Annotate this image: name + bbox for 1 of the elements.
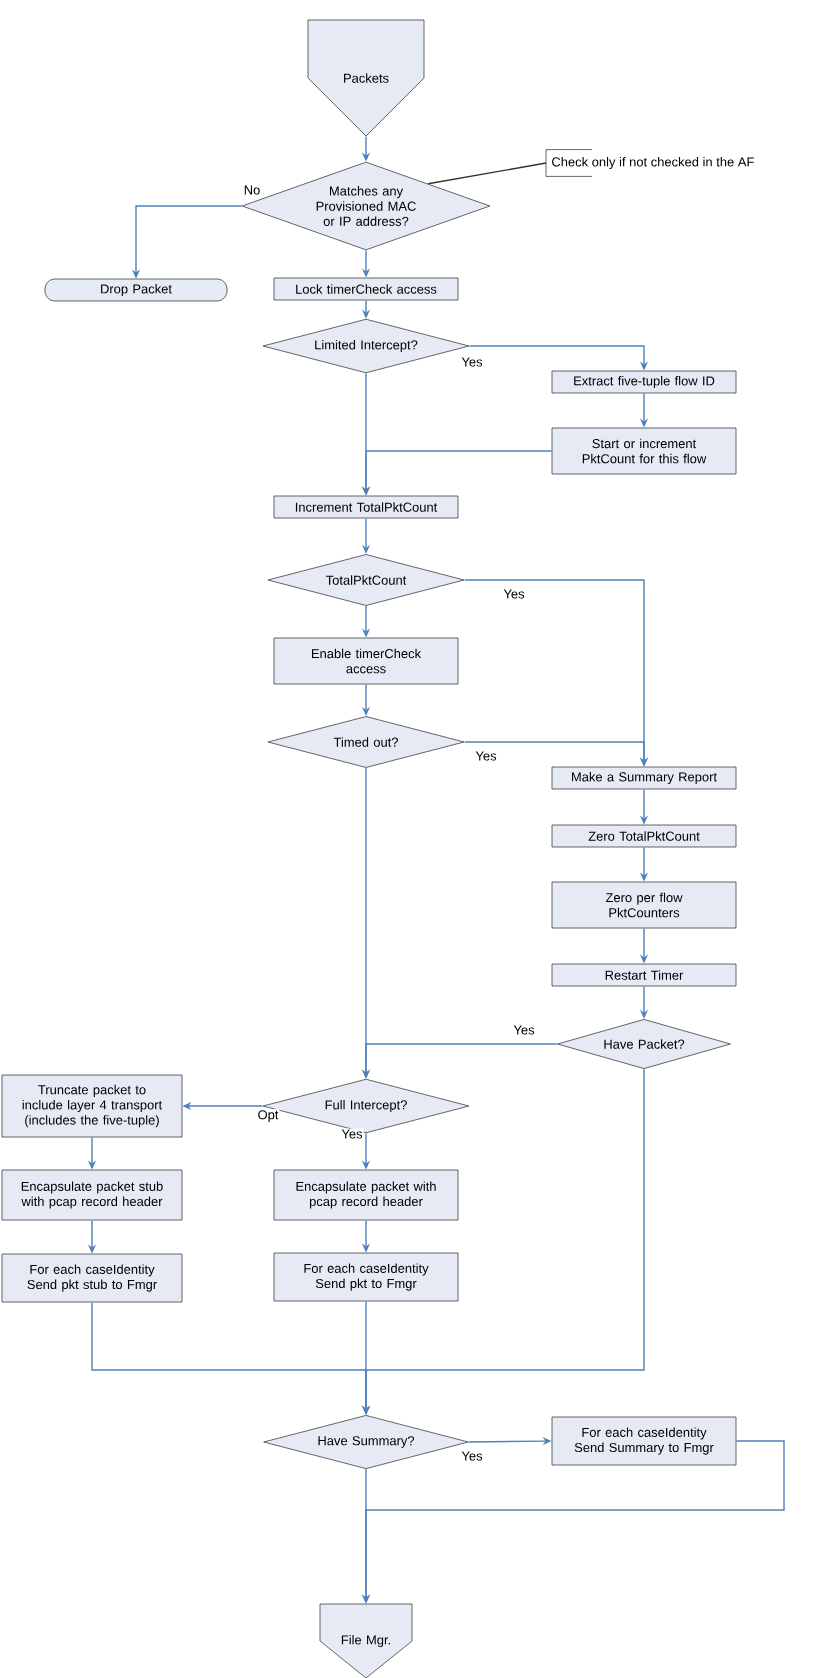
leader-line xyxy=(427,162,547,185)
